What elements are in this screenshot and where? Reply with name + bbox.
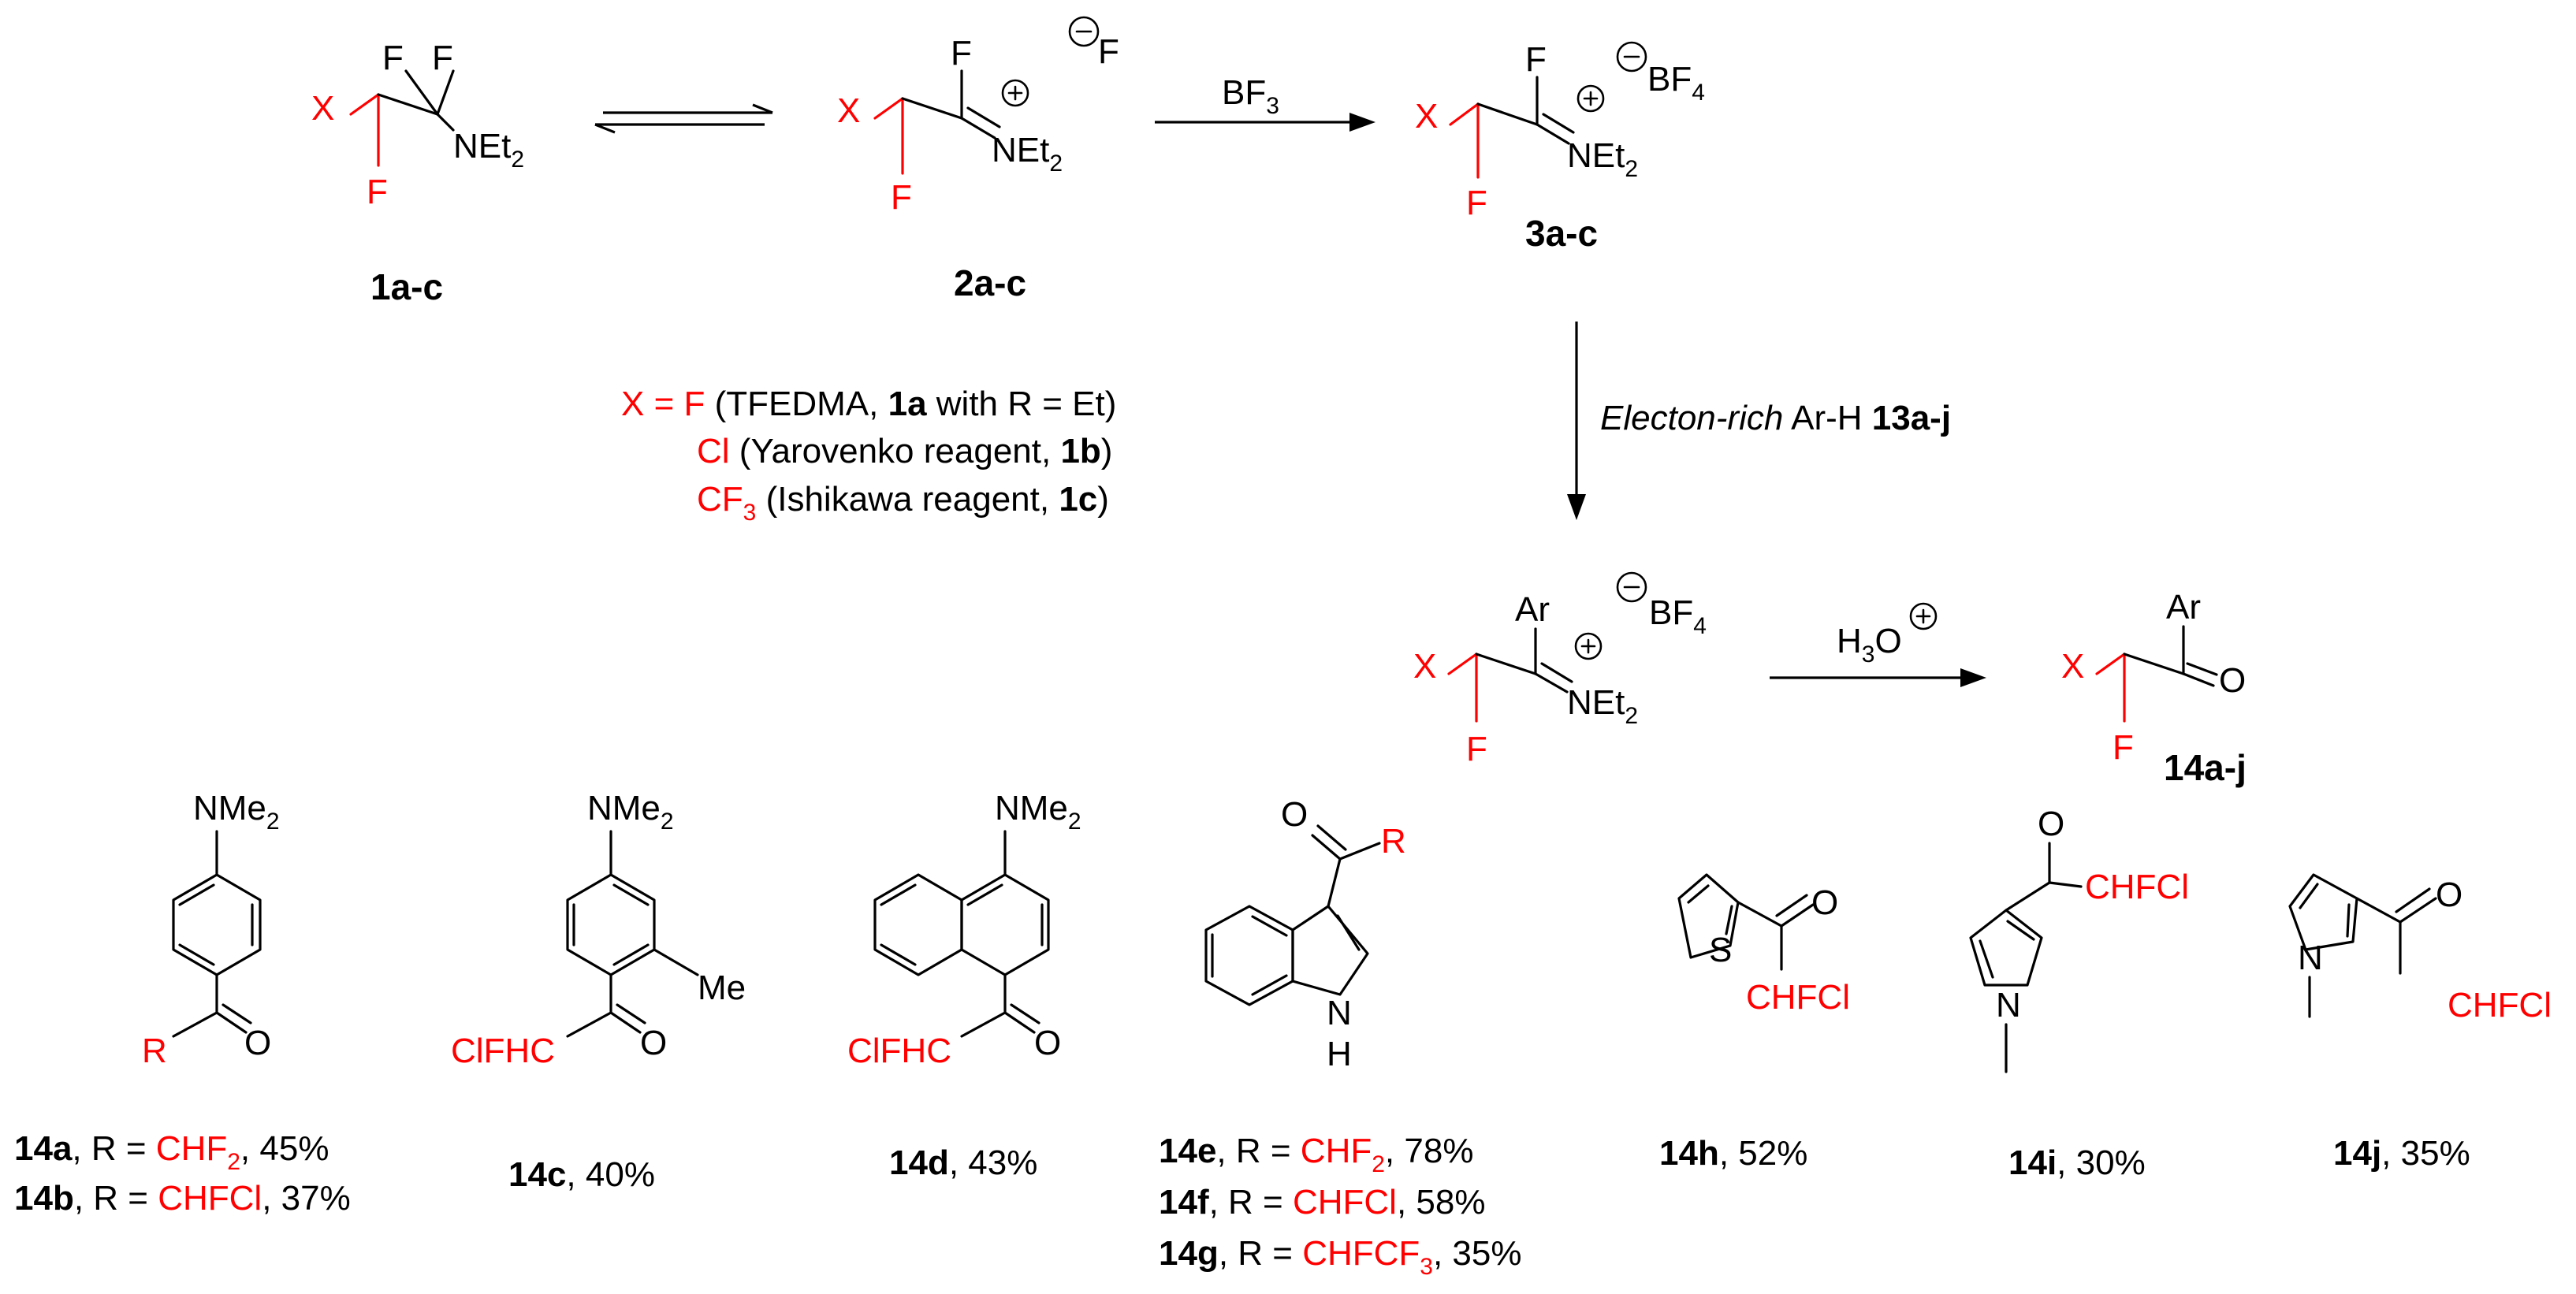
chfcl-group: CHFCl: [2085, 868, 2189, 906]
atom-f: F: [1466, 184, 1487, 222]
nme2-label: NMe2: [193, 789, 280, 835]
compound-label: 1a-c: [370, 266, 443, 307]
chfcl-group: CHFCl: [1746, 978, 1850, 1017]
yield-14i: 14i, 30%: [2008, 1143, 2146, 1182]
product-14i: N O CHFCl: [1969, 805, 2189, 1073]
yield-14e: 14e, R = CHF2, 78%: [1159, 1132, 1473, 1177]
atom-o: O: [1281, 795, 1308, 834]
chfcl-group: ClFHC: [451, 1032, 555, 1070]
atom-o: O: [2219, 661, 2246, 700]
product-14c: NMe2 Me ClFHC O: [451, 789, 746, 1070]
chfcl-group: ClFHC: [847, 1032, 951, 1070]
tetrafluoroborate: BF4: [1649, 593, 1707, 639]
fluoride-counterion: F: [1098, 32, 1119, 71]
reagent-h3o: H3O: [1837, 622, 1902, 667]
aryl-iminium: X F Ar NEt2 BF4: [1413, 571, 1707, 768]
chfcl-group: CHFCl: [2448, 986, 2552, 1024]
definition-row: CF3 (Ishikawa reagent, 1c): [697, 480, 1109, 526]
atom-n: N: [1996, 986, 2021, 1024]
atom-o: O: [640, 1024, 667, 1062]
yield-14a: 14a, R = CHF2, 45%: [14, 1129, 329, 1175]
atom-o: O: [1811, 883, 1838, 922]
atom-f: F: [2113, 728, 2134, 767]
product-14ab: NMe2 R O: [142, 789, 280, 1070]
definition-row: Cl (Yarovenko reagent, 1b): [697, 432, 1112, 470]
atom-r: R: [142, 1032, 167, 1070]
atom-f: F: [891, 178, 912, 217]
product-14j: N O CHFCl: [2288, 873, 2552, 1024]
definition-row: X = F (TFEDMA, 1a with R = Et): [621, 385, 1116, 423]
yield-14h: 14h, 52%: [1659, 1134, 1807, 1173]
yield-14j: 14j, 35%: [2333, 1134, 2470, 1173]
yield-14f: 14f, R = CHFCl, 58%: [1159, 1183, 1485, 1221]
product-14efg: O R N H: [1204, 795, 1406, 1073]
yield-14b: 14b, R = CHFCl, 37%: [14, 1179, 351, 1218]
yield-14d: 14d, 43%: [889, 1143, 1037, 1182]
compound-3: X F F NEt2 BF4 3a-c: [1415, 40, 1705, 254]
yield-captions: 14a, R = CHF2, 45% 14b, R = CHFCl, 37% 1…: [14, 1129, 2470, 1280]
atom-o: O: [244, 1024, 271, 1062]
atom-f: F: [432, 39, 453, 77]
atom-f: F: [1466, 730, 1487, 768]
atom-x: X: [837, 91, 860, 130]
atom-x: X: [1415, 97, 1438, 136]
atom-f: F: [951, 34, 972, 73]
atom-x: X: [311, 89, 334, 128]
atom-ar: Ar: [1515, 590, 1550, 629]
atom-r: R: [1381, 822, 1406, 861]
hydrolysis-arrow: H3O: [1770, 602, 1986, 687]
nme2-label: NMe2: [587, 789, 674, 835]
compound-label: 2a-c: [954, 262, 1026, 303]
nme2-label: NMe2: [995, 789, 1081, 835]
atom-o: O: [2436, 876, 2462, 914]
reagent-arh: Electon-rich Ar-H 13a-j: [1600, 399, 1951, 437]
bf3-arrow: BF3: [1155, 73, 1375, 132]
yield-14g: 14g, R = CHFCF3, 35%: [1159, 1234, 1522, 1280]
tetrafluoroborate: BF4: [1647, 60, 1705, 106]
amine-label: NEt2: [453, 127, 524, 173]
atom-f: F: [367, 173, 388, 211]
atom-f: F: [382, 39, 404, 77]
yield-14c: 14c, 40%: [508, 1155, 655, 1194]
x-definitions: X = F (TFEDMA, 1a with R = Et) Cl (Yarov…: [621, 385, 1116, 526]
atom-f: F: [1525, 40, 1547, 79]
equilibrium-arrow: [594, 103, 773, 134]
atom-ar: Ar: [2166, 588, 2201, 627]
atom-me: Me: [698, 969, 746, 1007]
product-14h: S O CHFCl: [1677, 873, 1850, 1017]
atom-s: S: [1709, 931, 1732, 969]
atom-n: N: [1327, 994, 1352, 1032]
compound-2: X F F NEt2 F 2a-c: [837, 16, 1119, 303]
compound-label: 14a-j: [2164, 747, 2247, 788]
iminium-label: NEt2: [1567, 136, 1638, 182]
arylation-arrow: Electon-rich Ar-H 13a-j: [1567, 322, 1951, 520]
atom-n: N: [2298, 939, 2323, 977]
atom-x: X: [1413, 647, 1436, 686]
compound-label: 3a-c: [1525, 213, 1598, 254]
iminium-label: NEt2: [1567, 683, 1638, 729]
reagent-bf3: BF3: [1222, 73, 1279, 119]
compound-1: X F F F NEt2 1a-c: [311, 39, 524, 307]
iminium-label: NEt2: [992, 131, 1063, 177]
atom-o: O: [1034, 1024, 1061, 1062]
atom-o: O: [2038, 805, 2064, 843]
atom-h: H: [1327, 1035, 1352, 1073]
atom-x: X: [2061, 647, 2084, 686]
product-14d: NMe2 ClFHC O: [847, 789, 1081, 1070]
product-general: X F Ar O 14a-j: [2061, 588, 2247, 788]
